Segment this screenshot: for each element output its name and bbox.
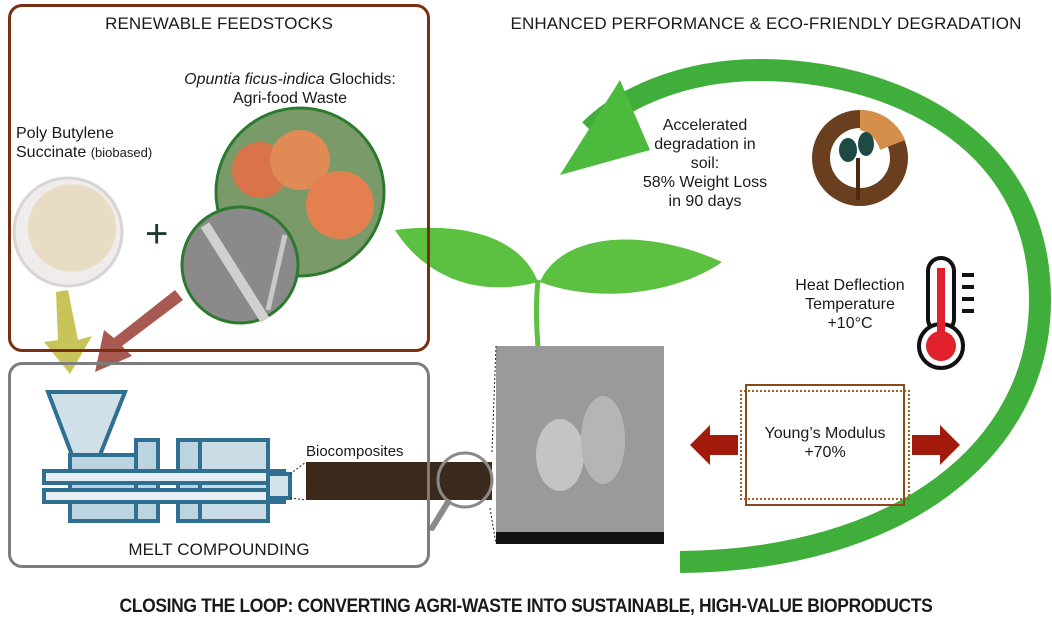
degradation-line: 58% Weight Loss	[642, 174, 768, 191]
performance-title: ENHANCED PERFORMANCE & ECO-FRIENDLY DEGR…	[510, 14, 1022, 33]
hdt-line: Heat Deflection	[795, 277, 905, 294]
degradation-line: in 90 days	[668, 193, 742, 210]
modulus-line: +70%	[804, 444, 846, 461]
leaf-left	[395, 227, 538, 288]
glochids-source: Agri-food Waste	[232, 90, 348, 107]
modulus-box-dotted	[740, 390, 910, 500]
hdt-line: +10°C	[827, 315, 873, 332]
degradation-line: Accelerated	[662, 117, 748, 134]
plus-sign: +	[145, 212, 169, 256]
melt-title: MELT COMPOUNDING	[128, 540, 310, 559]
glochids-name: Glochids:	[324, 71, 396, 88]
pbs-line1: Poly Butylene	[16, 125, 114, 142]
modulus-arrow-left	[690, 425, 738, 465]
loop-arrowhead	[560, 80, 650, 175]
modulus-box	[745, 384, 905, 506]
sprout-stem	[533, 279, 541, 349]
degradation-text: Accelerated degradation in soil: 58% Wei…	[640, 116, 770, 211]
leaf-right	[540, 239, 722, 294]
glochids-species: Opuntia ficus-indica	[184, 71, 325, 88]
feedstocks-title: RENEWABLE FEEDSTOCKS	[105, 14, 333, 33]
pbs-line2: Succinate	[16, 144, 87, 161]
melt-compounding-panel	[8, 362, 430, 568]
glochids-label: Opuntia ficus-indica Glochids: Agri-food…	[150, 70, 430, 108]
pbs-note: (biobased)	[90, 145, 153, 160]
hdt-text: Heat Deflection Temperature +10°C	[780, 276, 920, 333]
degradation-line: degradation in soil:	[654, 136, 756, 172]
biocomposites-label: Biocomposites	[306, 443, 404, 460]
biocomposite-bar	[306, 462, 492, 500]
modulus-text: Young’s Modulus +70%	[745, 424, 905, 462]
modulus-line: Young’s Modulus	[764, 425, 886, 442]
loop-arrow	[582, 58, 1052, 573]
renewable-feedstocks-panel	[8, 4, 430, 352]
footer-title: CLOSING THE LOOP: CONVERTING AGRI-WASTE …	[119, 596, 933, 617]
pbs-label: Poly Butylene Succinate (biobased)	[16, 124, 152, 162]
hdt-line: Temperature	[805, 296, 895, 313]
pbs-arrow	[44, 290, 92, 374]
modulus-arrow-right	[912, 425, 960, 465]
magnifier-icon	[436, 451, 494, 509]
extruder-icon	[42, 390, 292, 523]
thermometer-icon	[917, 256, 974, 370]
